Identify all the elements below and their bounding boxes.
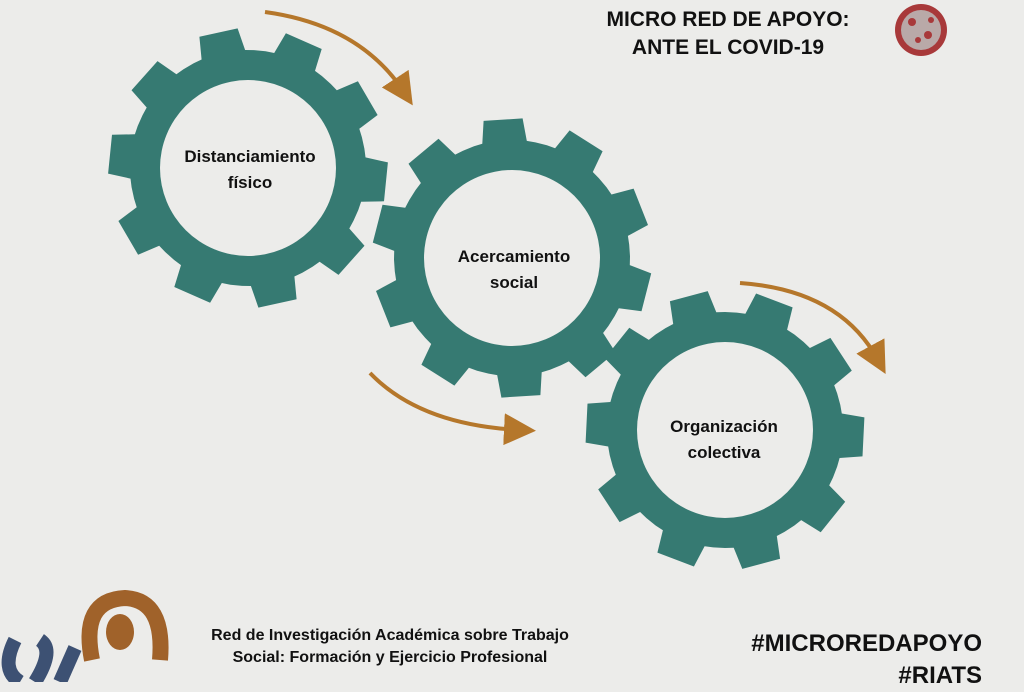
org-line-2: Social: Formación y Ejercicio Profesiona…	[232, 649, 548, 666]
rotation-arrow-1	[264, 10, 413, 106]
organization-name: Red de Investigación Académica sobre Tra…	[160, 625, 620, 669]
riats-logo	[1, 589, 169, 682]
gear-label-line: físico	[227, 173, 273, 192]
hashtag-microredapoyo: #MICROREDAPOYO	[751, 630, 982, 657]
org-line-1: Red de Investigación Académica sobre Tra…	[211, 627, 569, 644]
gear-hole-2	[424, 170, 600, 346]
title-line-2: ANTE EL COVID-19	[631, 36, 825, 59]
rotation-arrow-3	[739, 281, 886, 375]
gear-label-line: social	[489, 273, 539, 292]
gear-label-line: Distanciamiento	[184, 147, 316, 166]
hashtag-riats: #RIATS	[898, 662, 982, 689]
gear-hole-1	[160, 80, 336, 256]
gear-hole-3	[637, 342, 813, 518]
title-line-1: MICRO RED DE APOYO:	[606, 8, 850, 31]
page-title: MICRO RED DE APOYO: ANTE EL COVID-19	[583, 6, 873, 62]
gear-label-organizacion: Organización colectiva	[634, 414, 814, 466]
hashtags: #MICROREDAPOYO #RIATS	[751, 628, 982, 692]
gear-label-line: Organización	[670, 417, 778, 436]
coronavirus-icon	[895, 4, 947, 56]
gear-label-line: colectiva	[687, 443, 761, 462]
gear-label-distanciamiento: Distanciamiento físico	[160, 144, 340, 196]
gear-label-line: Acercamiento	[457, 247, 571, 266]
rotation-arrow-2	[368, 371, 536, 446]
gear-label-acercamiento: Acercamiento social	[424, 244, 604, 296]
